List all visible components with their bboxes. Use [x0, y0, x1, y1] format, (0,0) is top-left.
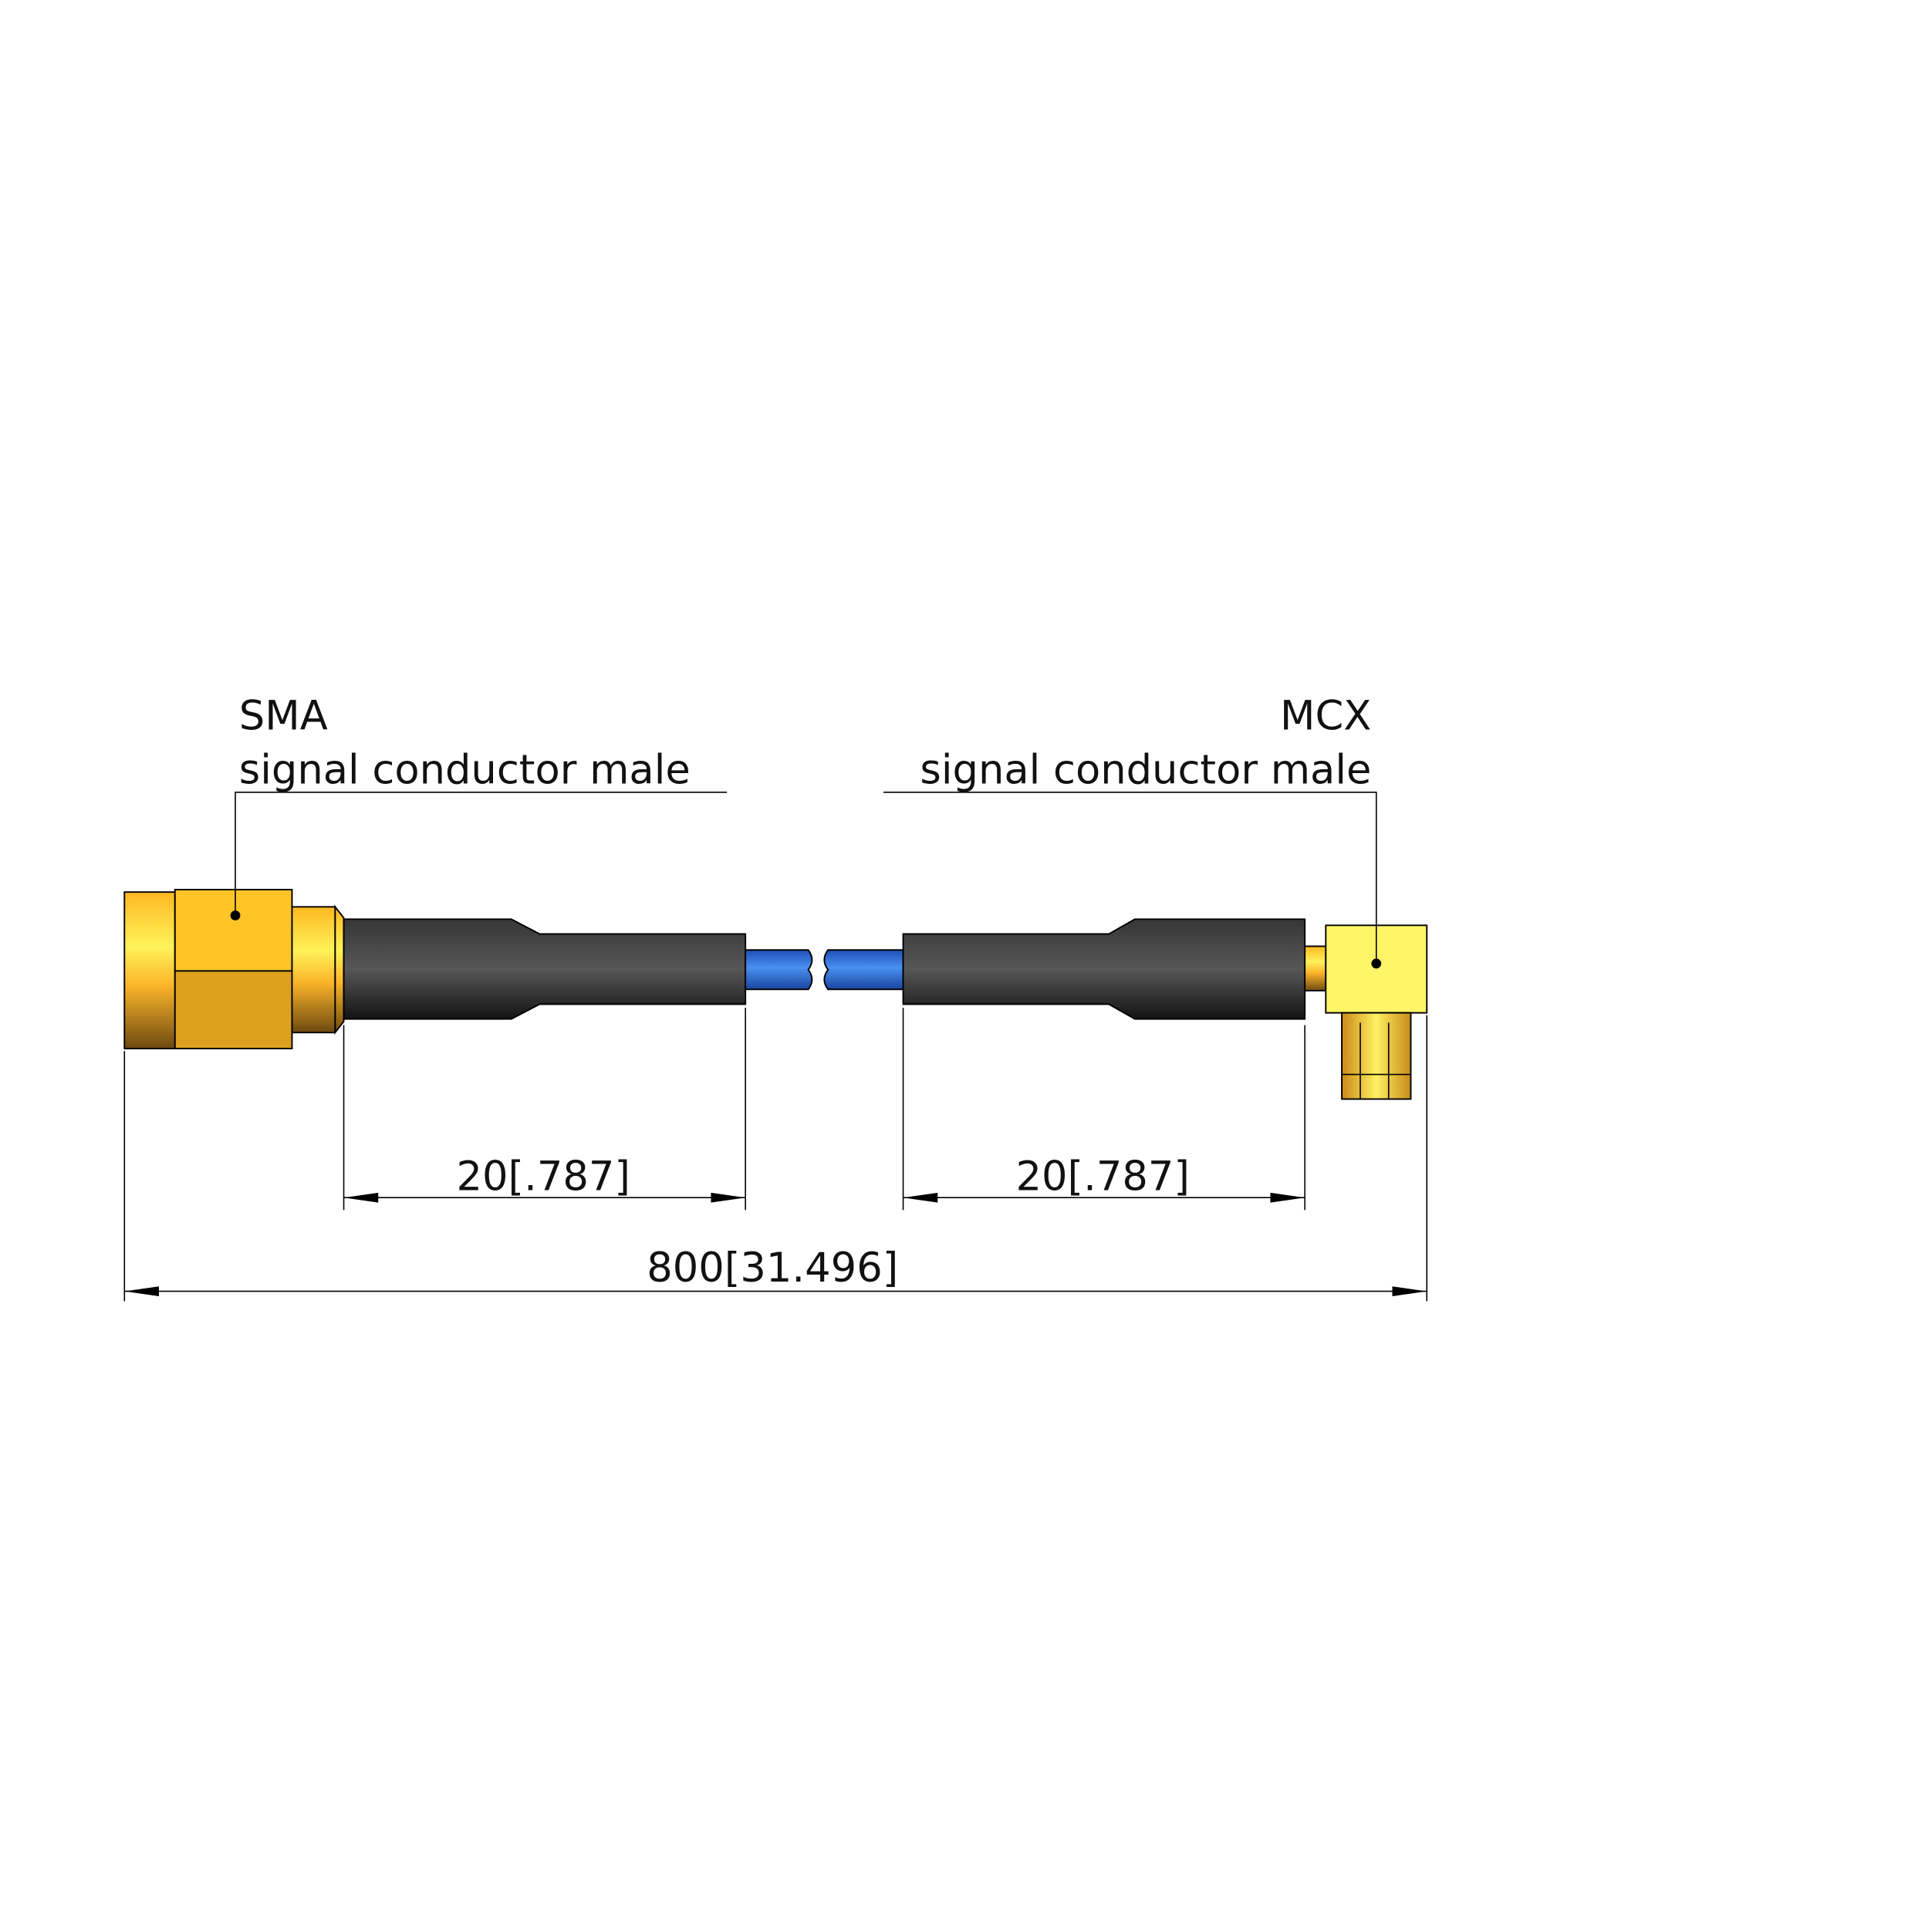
sma-chamfer: [334, 904, 345, 1035]
sma-rear-body: [123, 891, 176, 1049]
mcx-plug-barrel: [1341, 1012, 1412, 1100]
overall-length-dimension-text: 800[31.496]: [647, 1245, 898, 1292]
right-sleeve-dimension-text: 20[.787]: [1016, 1153, 1190, 1201]
sma-hex-nut-top: [174, 889, 293, 972]
left-sleeve-dimension: [343, 1008, 746, 1211]
left-connector-label: SMA: [239, 692, 328, 739]
right-description-label: signal conductor male: [920, 747, 1371, 794]
right-leader: [883, 792, 1382, 969]
right-connector-label: MCX: [1280, 692, 1371, 739]
sma-connector: [123, 889, 345, 1049]
left-leader: [230, 792, 728, 920]
mcx-connector: [1304, 924, 1428, 1100]
right-sleeve-dimension: [902, 1008, 1305, 1211]
sma-hex-nut-bottom: [174, 970, 293, 1049]
sma-front-ring: [291, 906, 336, 1034]
cable-right-segment: [823, 949, 904, 991]
left-heat-shrink-sleeve: [343, 918, 747, 1020]
left-sleeve-dimension-text: 20[.787]: [457, 1153, 630, 1201]
mcx-neck: [1304, 945, 1327, 991]
right-heat-shrink-sleeve: [902, 918, 1306, 1020]
overall-length-dimension: [123, 1015, 1428, 1302]
cable-left-segment: [745, 949, 813, 991]
left-description-label: signal conductor male: [239, 747, 691, 794]
